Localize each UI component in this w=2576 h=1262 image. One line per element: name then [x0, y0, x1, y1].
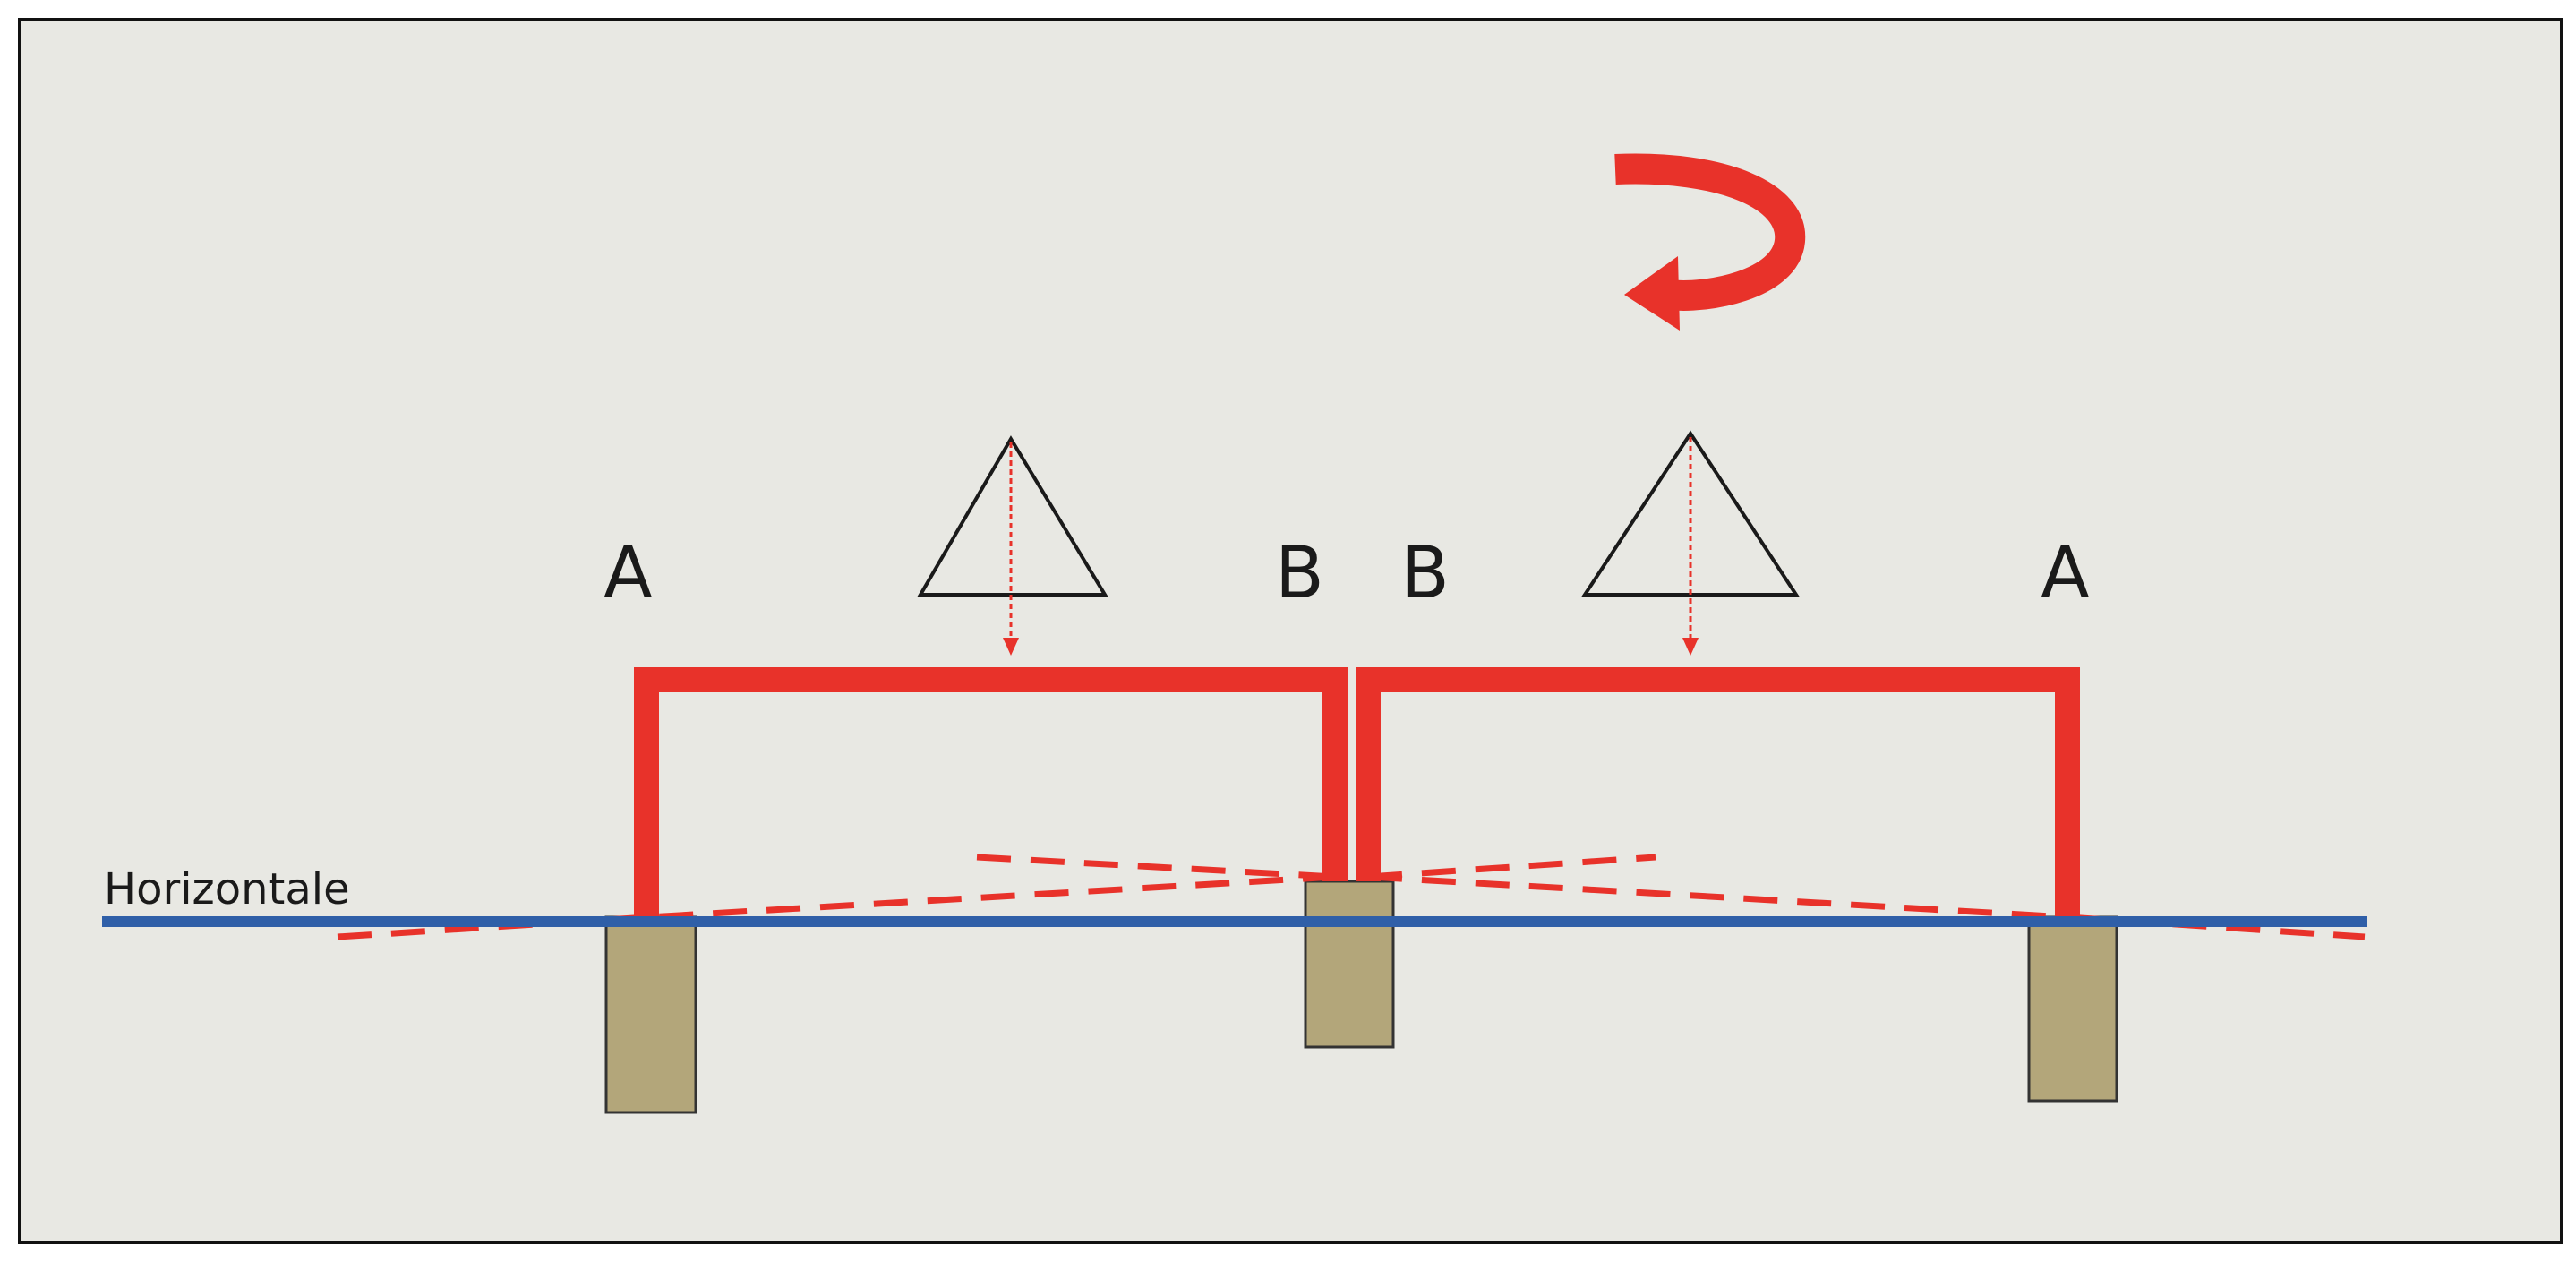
- deflection-right-upper: [1367, 854, 1656, 880]
- rotation-arrow-head: [1624, 256, 1680, 331]
- label-a-right: A: [2041, 531, 2090, 614]
- load-triangle-left-icon: [917, 435, 1108, 656]
- label-a-left: A: [603, 531, 653, 614]
- foundation-center: [1304, 880, 1395, 1049]
- frame-left: [634, 667, 1348, 917]
- foundation-left: [604, 915, 697, 1114]
- load-triangle-right-icon: [1581, 430, 1800, 656]
- label-b-left: B: [1275, 531, 1324, 614]
- load-triangle-left: [917, 435, 1108, 597]
- foundation-right: [2027, 915, 2118, 1103]
- rotation-arrow-icon: [1614, 153, 1806, 331]
- label-b-right: B: [1400, 531, 1450, 614]
- diagram-frame: A B B A Horizontale: [18, 18, 2563, 1244]
- load-arrow-right-head: [1682, 638, 1699, 656]
- structure-diagram: A B B A Horizontale: [102, 153, 2367, 1114]
- frame-right: [1356, 667, 2080, 917]
- rotation-arrow-shaft: [1614, 153, 1806, 311]
- deflection-left-upper: [976, 854, 1336, 880]
- deflection-right-lower: [1367, 873, 2366, 940]
- deflection-left-lower: [337, 873, 1336, 940]
- horizontal-label: Horizontale: [104, 864, 350, 914]
- load-arrow-left-head: [1003, 638, 1019, 656]
